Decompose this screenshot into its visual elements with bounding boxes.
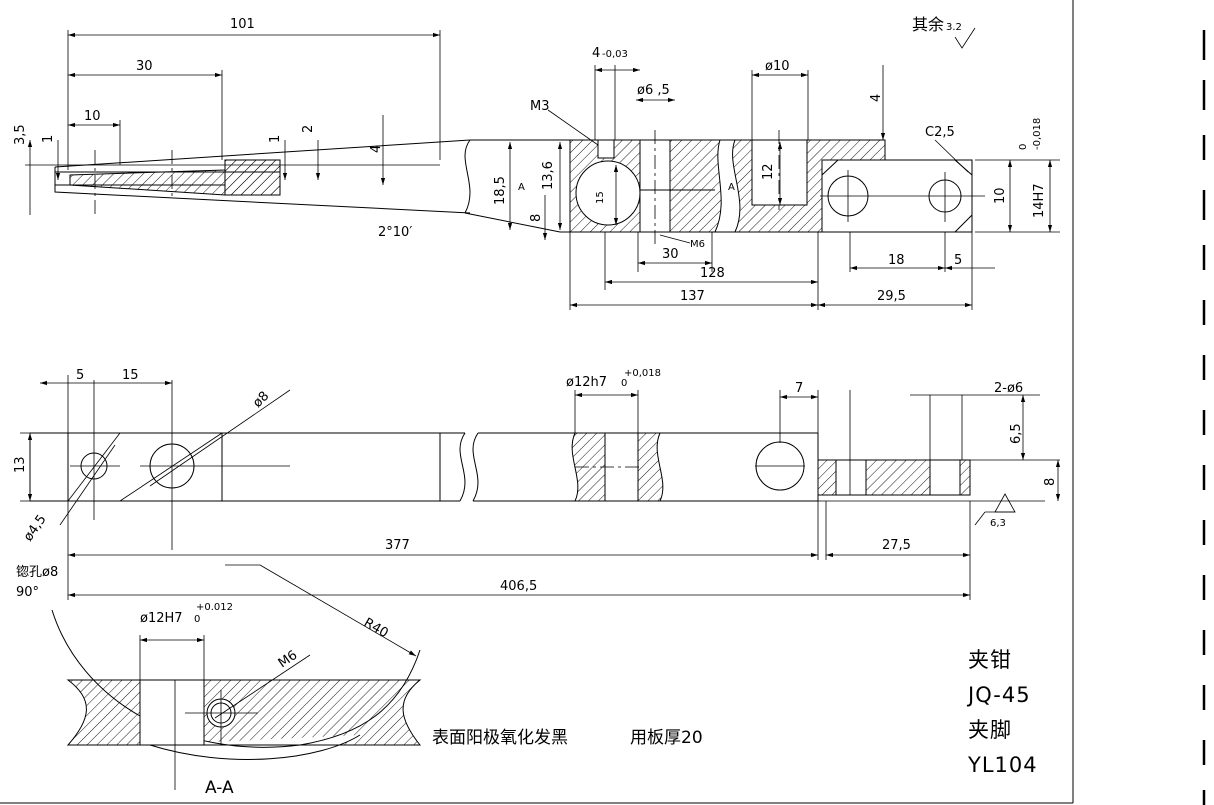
cut-label-a1: A <box>518 182 525 193</box>
dim-phi12H7: ø12H7 <box>140 611 183 626</box>
dim-phi4-5: ø4,5 <box>21 512 50 544</box>
dim-2-phi6: 2-ø6 <box>994 381 1023 396</box>
dim-101: 101 <box>230 17 255 32</box>
label-m3: M3 <box>530 99 550 114</box>
dim-phi12h7: ø12h7 <box>566 375 607 390</box>
dim-8b: 8 <box>1043 478 1058 486</box>
part-name-1: 夹钳 <box>968 648 1012 672</box>
dim-137: 137 <box>680 289 705 304</box>
roughness-rest-text: 其余 <box>912 15 944 34</box>
roughness-6-3: 6,3 <box>990 518 1006 529</box>
dim-4b: 4 <box>869 94 884 102</box>
dim-phi10: ø10 <box>765 59 790 74</box>
label-angle: 2°10′ <box>378 225 412 240</box>
dim-8a: 8 <box>529 214 544 222</box>
dim-phi6-5: ø6 ,5 <box>637 83 670 98</box>
dim-14h7: 14H7 <box>1032 183 1047 218</box>
dim-18: 18 <box>888 253 905 268</box>
dim-5a: 5 <box>954 253 962 268</box>
part-name-2: 夹脚 <box>968 718 1012 742</box>
label-m6-top: M6 <box>690 239 705 250</box>
tol-phi12h7-lo: 0 <box>621 378 627 389</box>
dim-4-tol: 4 <box>592 46 600 61</box>
dim-12: 12 <box>761 163 776 180</box>
note-countersink-angle: 90° <box>16 585 39 600</box>
front-view: 101 30 10 3,5 1 1 2 4 4 -0,03 M3 ø6 ,5 ø… <box>13 17 1060 310</box>
dim-1a: 1 <box>41 135 56 143</box>
plan-view: 5 15 ø8 13 ø4,5 ø12h7 +0,018 0 7 2-ø6 6,… <box>13 368 1061 600</box>
dim-3-5: 3,5 <box>13 124 28 145</box>
dim-30-mid: 30 <box>662 247 679 262</box>
section-label: A-A <box>205 778 234 798</box>
dim-10: 10 <box>993 187 1008 204</box>
dim-phi8: ø8 <box>250 389 272 411</box>
note-countersink: 锪孔ø8 <box>16 564 58 580</box>
cut-label-a2: A <box>728 182 735 193</box>
dim-1b: 1 <box>268 135 283 143</box>
tol-neg018: -0,018 <box>1032 118 1043 150</box>
dim-2: 2 <box>301 125 316 133</box>
dim-29-5: 29,5 <box>877 289 906 304</box>
part-code-1: JQ-45 <box>966 683 1031 707</box>
tol-phi12H7-up: +0.012 <box>196 602 233 613</box>
dim-13-6: 13,6 <box>541 161 556 190</box>
dim-13: 13 <box>13 456 28 473</box>
label-m6-section: M6 <box>276 648 301 671</box>
part-code-2: YL104 <box>967 753 1038 777</box>
dim-27-5: 27,5 <box>882 538 911 553</box>
roughness-rest-value: 3.2 <box>946 22 962 33</box>
dim-6-5: 6,5 <box>1009 423 1024 444</box>
tol-phi12h7-up: +0,018 <box>624 368 661 379</box>
dim-4a: 4 <box>369 145 384 153</box>
section-a-a: ø12H7 +0.012 0 M6 R40 A-A <box>51 564 422 798</box>
dim-15b: 15 <box>122 368 139 383</box>
dim-30-top: 30 <box>136 59 153 74</box>
dim-r40: R40 <box>361 615 391 641</box>
dim-4-tol-value: -0,03 <box>602 49 628 60</box>
dim-10-top: 10 <box>84 109 101 124</box>
title-block: 夹钳 JQ-45 夹脚 YL104 <box>966 648 1038 777</box>
tol-phi12H7-lo: 0 <box>194 614 200 625</box>
label-c2-5: C2,5 <box>925 125 955 140</box>
note-material: 用板厚20 <box>630 728 703 748</box>
dim-7: 7 <box>795 381 803 396</box>
dim-128: 128 <box>700 266 725 281</box>
dim-18-5: 18,5 <box>493 176 508 205</box>
note-surface-finish: 表面阳极氧化发黑 <box>432 728 568 748</box>
roughness-note: 其余 3.2 <box>912 15 976 49</box>
tol-zero: 0 <box>1018 144 1029 150</box>
dim-5b: 5 <box>76 368 84 383</box>
dim-406-5: 406,5 <box>500 579 537 594</box>
dim-377: 377 <box>385 538 410 553</box>
dim-15: 15 <box>595 191 606 204</box>
